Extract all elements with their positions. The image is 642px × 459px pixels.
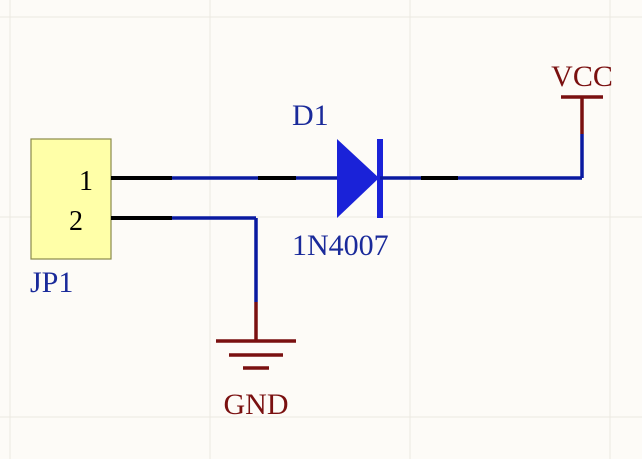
- diode-triangle: [337, 139, 379, 218]
- connector-pin-1-number: 1: [79, 166, 93, 197]
- gnd-power-port[interactable]: [216, 302, 296, 370]
- vcc-power-port[interactable]: [561, 95, 603, 134]
- vcc-label: VCC: [551, 60, 613, 93]
- connector-jp1-body[interactable]: [30, 138, 112, 260]
- diode-part-number: 1N4007: [292, 229, 389, 262]
- diode-designator: D1: [292, 99, 329, 132]
- wires: [172, 134, 584, 302]
- connector-pin-2-number: 2: [69, 206, 83, 237]
- connector-designator: JP1: [30, 266, 73, 299]
- diode-d1[interactable]: [258, 139, 458, 218]
- gnd-label: GND: [224, 388, 289, 421]
